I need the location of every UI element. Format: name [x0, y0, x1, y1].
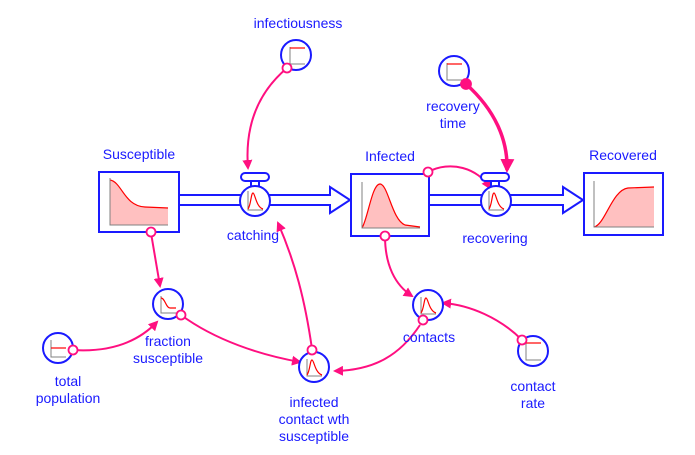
link-origin-susceptible [145, 226, 157, 238]
converter-contacts[interactable] [412, 289, 444, 321]
converter-infectiousness[interactable] [280, 39, 312, 71]
valve-graph-peak [488, 191, 505, 211]
stock-susceptible[interactable] [98, 171, 180, 233]
label-infectiousness: infectiousness [253, 15, 343, 31]
flow-valve-recovering[interactable] [480, 172, 512, 217]
link-infected-recovering[interactable] [427, 165, 492, 190]
link-origin-infectiousness [281, 62, 293, 74]
label-contact-rate: contact rate [510, 378, 555, 412]
label-line: recovery [426, 98, 480, 114]
stock-graph-s-curve [593, 181, 655, 228]
label-recovery-time: recovery time [426, 98, 480, 132]
link-origin-infected-contact [306, 344, 318, 356]
link-totalpop-fraction[interactable] [72, 320, 159, 352]
link-susceptible-fraction[interactable] [150, 232, 164, 288]
label-infected-contact: infected contact wth susceptible [279, 394, 350, 445]
converter-fraction-susceptible[interactable] [152, 288, 184, 320]
link-origin-contacts [417, 314, 429, 326]
link-contacts-infectedcontact[interactable] [333, 324, 421, 376]
links [72, 67, 523, 376]
link-origins [67, 62, 528, 356]
link-origin-recovery-time [460, 78, 472, 90]
label-line: fraction [145, 333, 191, 349]
label-contacts: contacts [402, 329, 456, 345]
stock-graph-peak [361, 182, 421, 229]
label-total-population: total population [36, 373, 101, 407]
link-origin-infected-bottom [379, 230, 391, 242]
link-origin-total-population [67, 344, 79, 356]
label-line: infected [289, 394, 339, 410]
link-origin-infected-top [422, 166, 434, 178]
label-line: contact wth [278, 411, 350, 427]
stock-recovered[interactable] [583, 172, 664, 236]
stock-infected[interactable] [350, 173, 430, 237]
link-infectiousness-catching[interactable] [242, 67, 288, 170]
label-fraction-susceptible: fraction susceptible [133, 333, 203, 367]
link-infected-contacts[interactable] [384, 235, 414, 298]
label-infected: Infected [365, 148, 415, 164]
flow-valve-catching[interactable] [239, 172, 271, 217]
label-line: contact [510, 378, 556, 394]
label-susceptible: Susceptible [102, 146, 176, 162]
link-fraction-infectedcontact[interactable] [180, 314, 302, 366]
label-line: time [439, 115, 467, 131]
valve-graph-peak [247, 191, 264, 211]
link-infectedcontact-catching[interactable] [276, 221, 313, 350]
link-recoverytime-recovering[interactable] [464, 82, 515, 173]
converter-recovery-time[interactable] [438, 55, 470, 87]
link-origin-fraction-susceptible [175, 309, 187, 321]
converter-infected-contact[interactable] [298, 351, 330, 383]
label-line: total [54, 373, 82, 389]
label-line: population [35, 390, 101, 406]
label-line: rate [520, 395, 546, 411]
link-contactrate-contacts[interactable] [441, 298, 523, 341]
link-origin-contact-rate [516, 334, 528, 346]
stock-graph-decline [109, 178, 169, 226]
label-recovering: recovering [462, 230, 528, 246]
label-recovered: Recovered [589, 147, 657, 163]
label-catching: catching [226, 227, 280, 243]
label-line: susceptible [278, 428, 350, 444]
label-line: susceptible [132, 350, 204, 366]
